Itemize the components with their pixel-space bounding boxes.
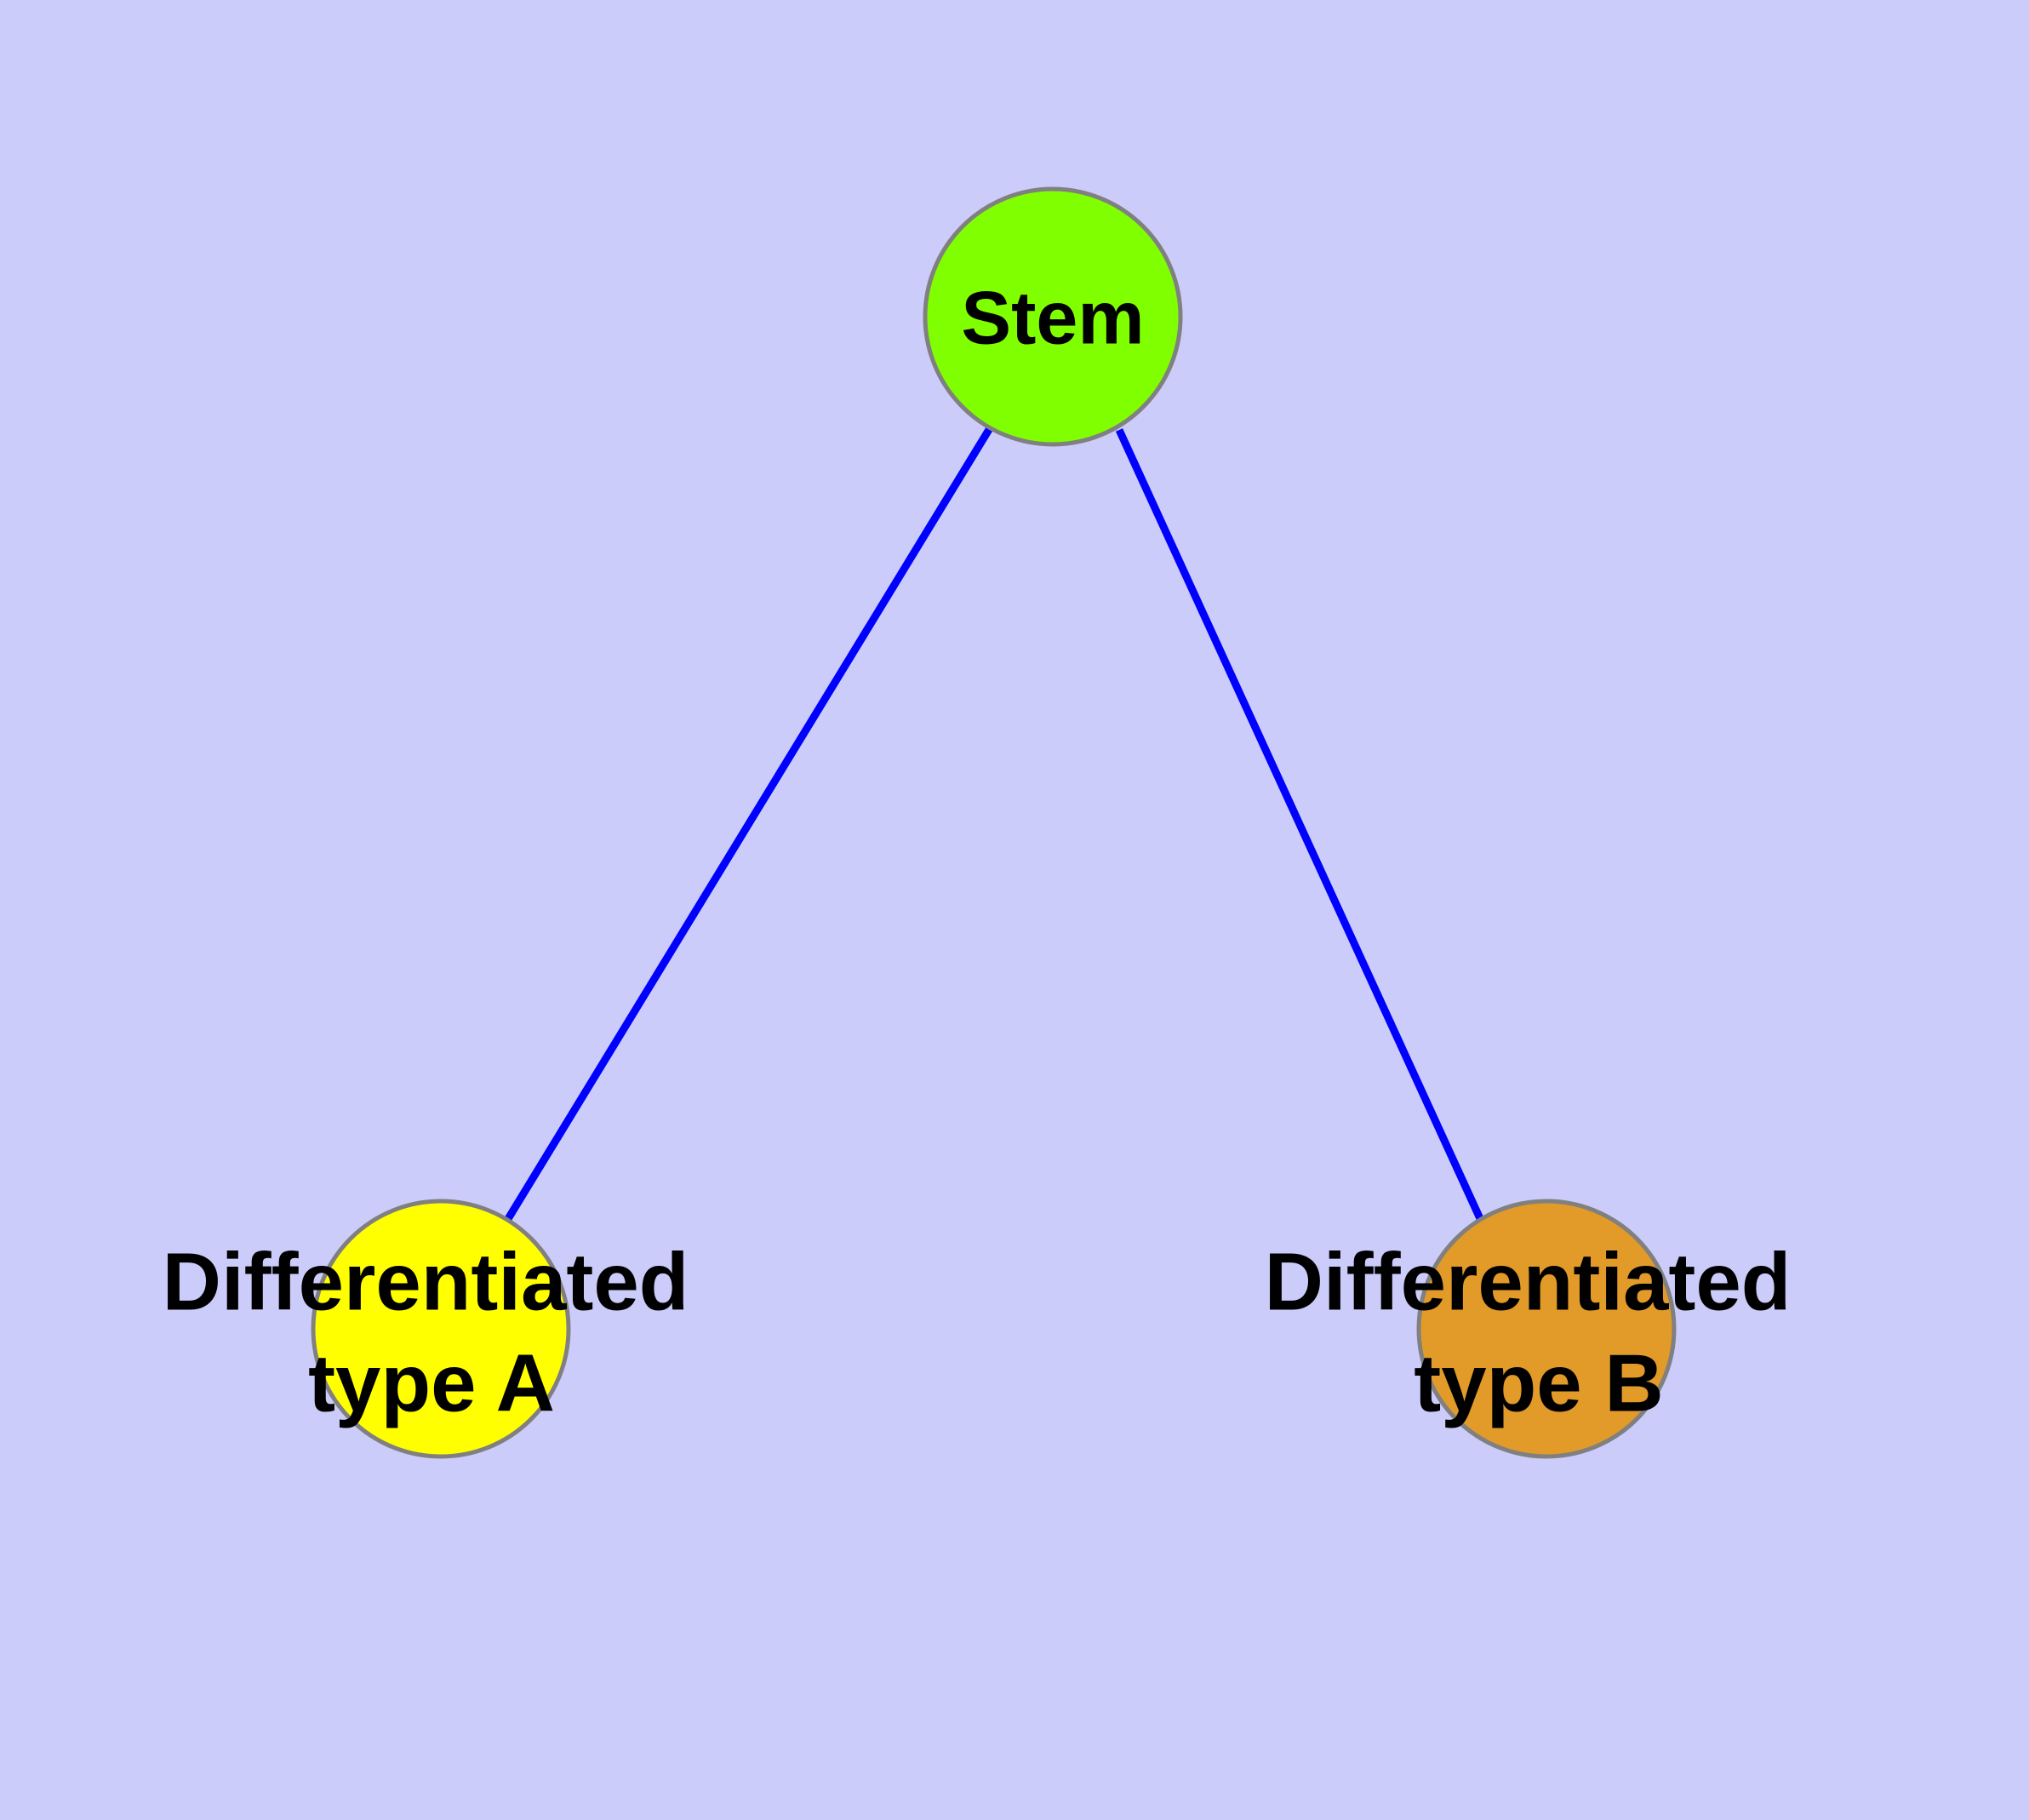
node-label-stem: Stem [961, 275, 1144, 359]
node-circle-stem[interactable] [923, 186, 1183, 447]
node-diff-b[interactable] [1416, 1199, 1677, 1459]
node-layer [311, 186, 1677, 1459]
edge-stem-to-diff-a[interactable] [500, 426, 993, 1228]
node-circle-diff-a[interactable] [311, 1199, 571, 1459]
node-label-diff-a-line2: type A [308, 1337, 555, 1428]
node-label-diff-b-line1: Differentiated [1265, 1236, 1792, 1327]
node-diff-a[interactable] [311, 1199, 571, 1459]
label-layer: Stem Differentiated type A Differentiate… [163, 275, 1792, 1428]
node-label-diff-b-line2: type B [1414, 1337, 1663, 1428]
edge-stem-to-diff-b[interactable] [1115, 428, 1487, 1226]
edge-layer [500, 426, 1487, 1228]
node-label-diff-a-line1: Differentiated [163, 1236, 689, 1327]
node-stem[interactable] [923, 186, 1183, 447]
node-circle-diff-b[interactable] [1416, 1199, 1677, 1459]
